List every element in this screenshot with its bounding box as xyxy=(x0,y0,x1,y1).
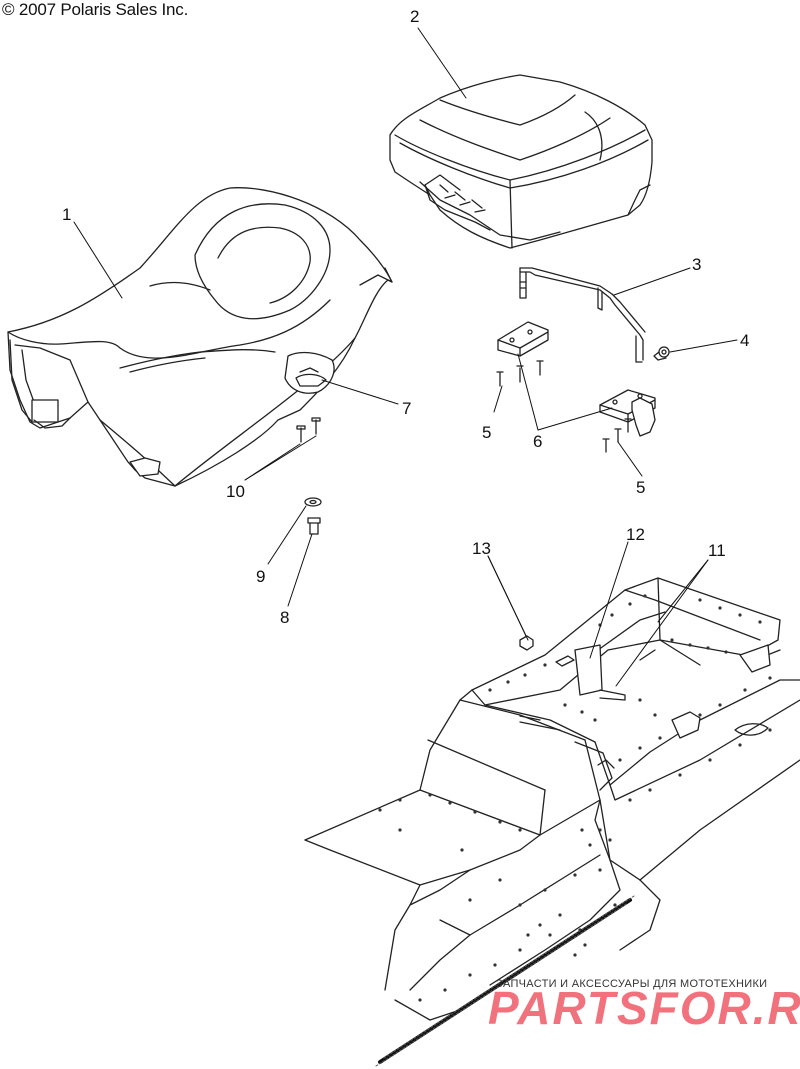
callout-1: 1 xyxy=(62,205,71,224)
callout-3: 3 xyxy=(692,255,701,274)
screws-lower xyxy=(602,418,632,453)
callout-10: 10 xyxy=(226,482,245,501)
washer xyxy=(304,497,322,507)
callout-11: 11 xyxy=(708,541,726,560)
callout-4: 4 xyxy=(740,331,749,350)
hinge-bracket-upper xyxy=(497,321,549,357)
clip-nut xyxy=(653,346,670,361)
callout-8: 8 xyxy=(280,608,289,627)
callout-12: 12 xyxy=(626,525,645,544)
nut xyxy=(519,635,534,651)
watermark-brand: PARTSFOR.RU xyxy=(488,982,800,1034)
tunnel-edge-strip xyxy=(375,895,635,1067)
chassis-rivets xyxy=(378,594,772,1002)
callout-5-upper: 5 xyxy=(482,423,491,442)
watermark: ЗАПЧАСТИ И АКСЕССУАРЫ ДЛЯ МОТОТЕХНИКИ PA… xyxy=(488,978,800,1034)
callout-9: 9 xyxy=(256,567,265,586)
bolts-pair xyxy=(296,417,321,443)
copyright-notice: © 2007 Polaris Sales Inc. xyxy=(2,0,189,19)
callout-5-lower: 5 xyxy=(636,478,645,497)
chassis-tunnel xyxy=(304,577,800,1021)
rod-bracket xyxy=(519,267,646,363)
watermark-tagline: ЗАПЧАСТИ И АКСЕССУАРЫ ДЛЯ МОТОТЕХНИКИ xyxy=(496,978,767,990)
leader-lines xyxy=(73,27,738,687)
screws-upper xyxy=(496,360,544,387)
callout-6: 6 xyxy=(533,432,542,451)
seat-main xyxy=(7,187,393,487)
hinge-bracket-lower xyxy=(599,389,656,437)
callout-2: 2 xyxy=(410,7,419,26)
callout-13: 13 xyxy=(472,539,491,558)
callout-labels: 1 2 3 4 5 6 5 7 10 9 8 13 12 11 xyxy=(62,7,749,627)
callout-7: 7 xyxy=(402,399,411,418)
shoulder-bolt xyxy=(307,517,321,535)
seat-rear xyxy=(389,74,653,249)
